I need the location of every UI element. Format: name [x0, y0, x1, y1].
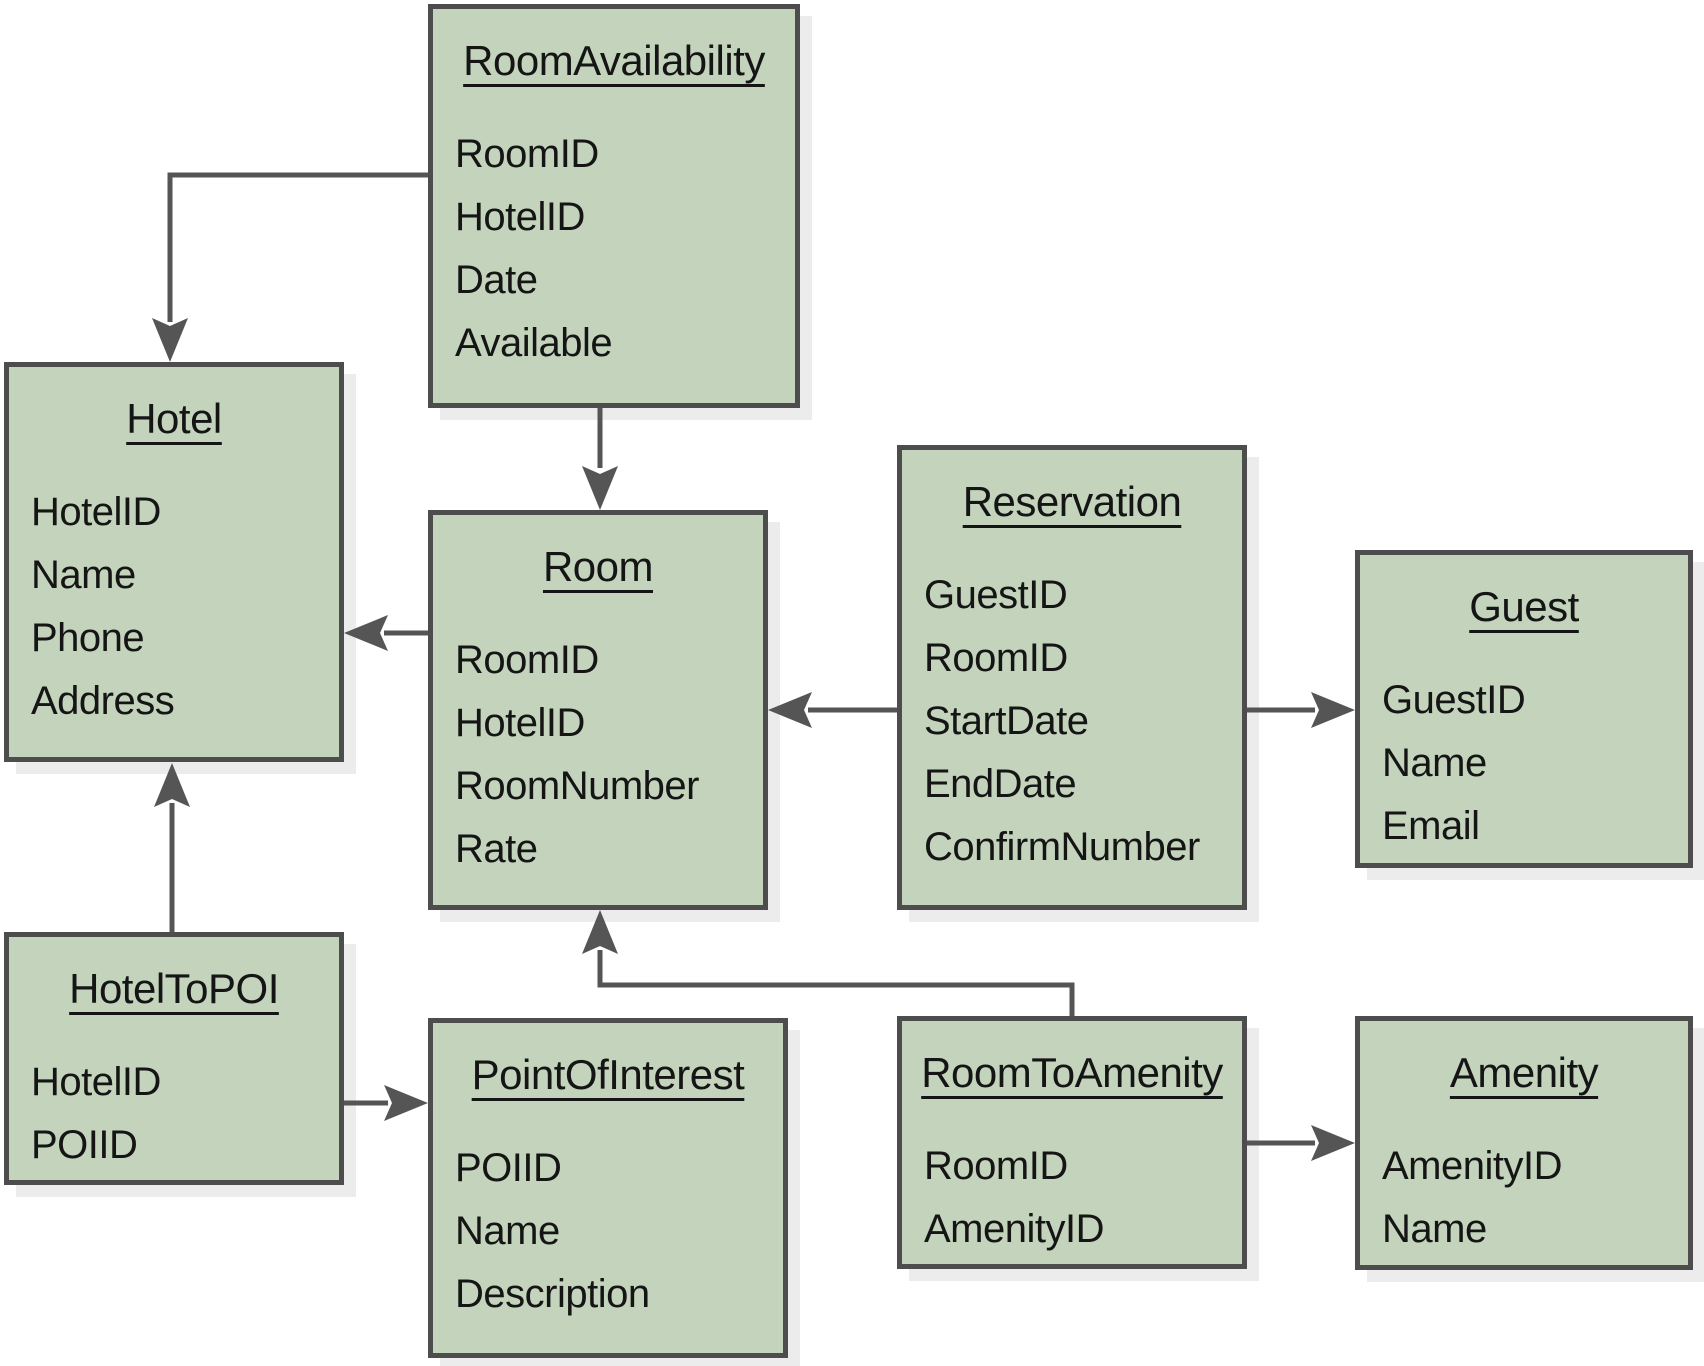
arrow-reservation-to-room	[768, 692, 897, 728]
entity-field: AmenityID	[924, 1207, 1105, 1251]
entity-field: RoomID	[455, 638, 599, 682]
entity-field-list: RoomID AmenityID	[902, 1135, 1242, 1261]
entity-field: Address	[31, 679, 175, 723]
entity-field: GuestID	[924, 573, 1068, 617]
arrow-room-availability-to-hotel	[152, 172, 428, 362]
entity-field: Rate	[455, 827, 538, 871]
entity-title: HotelToPOI	[69, 965, 279, 1012]
entity-field: EndDate	[924, 762, 1077, 806]
entity-field: HotelID	[455, 701, 585, 745]
arrow-room-availability-to-room	[582, 408, 618, 510]
entity-field: HotelID	[455, 195, 585, 239]
entity-field: HotelID	[31, 490, 161, 534]
entity-field: GuestID	[1382, 678, 1526, 722]
entity-field: POIID	[31, 1123, 138, 1167]
arrow-room-to-hotel	[344, 615, 428, 651]
entity-field: Email	[1382, 804, 1480, 848]
entity-title: RoomToAmenity	[921, 1049, 1223, 1096]
entity-field: RoomID	[924, 636, 1068, 680]
entity-field-list: HotelID POIID	[9, 1051, 339, 1177]
entity-field-list: RoomID HotelID Date Available	[433, 123, 795, 375]
entity-field: Name	[31, 553, 136, 597]
entity-box-amenity: Amenity AmenityID Name	[1355, 1016, 1693, 1270]
entity-field: Phone	[31, 616, 145, 660]
entity-field: Name	[1382, 1207, 1487, 1251]
arrow-hotel-to-poi-to-hotel	[154, 763, 190, 932]
entity-field: ConfirmNumber	[924, 825, 1200, 869]
entity-field: RoomID	[924, 1144, 1068, 1188]
arrow-hotel-to-poi-to-point-of-interest	[344, 1085, 428, 1121]
entity-field-list: POIID Name Description	[433, 1137, 783, 1326]
entity-box-room-to-amenity: RoomToAmenity RoomID AmenityID	[897, 1016, 1247, 1269]
entity-field: Date	[455, 258, 538, 302]
arrow-room-to-amenity-to-amenity	[1247, 1125, 1355, 1161]
entity-title: RoomAvailability	[463, 37, 765, 84]
entity-box-guest: Guest GuestID Name Email	[1355, 550, 1693, 868]
entity-title: Reservation	[962, 478, 1182, 525]
entity-field-list: GuestID Name Email	[1360, 669, 1688, 858]
entity-title: Amenity	[1449, 1049, 1599, 1096]
entity-field: Description	[455, 1272, 650, 1316]
entity-box-hotel: Hotel HotelID Name Phone Address	[4, 362, 344, 762]
entity-title: Hotel	[126, 395, 222, 442]
entity-field: Name	[455, 1209, 560, 1253]
entity-field-list: RoomID HotelID RoomNumber Rate	[433, 629, 763, 881]
entity-title: PointOfInterest	[471, 1051, 745, 1098]
entity-field: RoomID	[455, 132, 599, 176]
entity-field: HotelID	[31, 1060, 161, 1104]
arrow-room-to-amenity-to-room	[582, 910, 1075, 1016]
entity-field-list: HotelID Name Phone Address	[9, 481, 339, 733]
entity-field-list: AmenityID Name	[1360, 1135, 1688, 1261]
entity-box-reservation: Reservation GuestID RoomID StartDate End…	[897, 445, 1247, 910]
entity-title: Guest	[1469, 583, 1579, 630]
entity-box-hotel-to-poi: HotelToPOI HotelID POIID	[4, 932, 344, 1185]
entity-field-list: GuestID RoomID StartDate EndDate Confirm…	[902, 564, 1242, 879]
entity-box-room: Room RoomID HotelID RoomNumber Rate	[428, 510, 768, 910]
entity-box-point-of-interest: PointOfInterest POIID Name Description	[428, 1018, 788, 1358]
arrow-reservation-to-guest	[1247, 692, 1355, 728]
entity-field: RoomNumber	[455, 764, 699, 808]
entity-field: Name	[1382, 741, 1487, 785]
entity-field: AmenityID	[1382, 1144, 1563, 1188]
entity-field: POIID	[455, 1146, 562, 1190]
entity-title: Room	[542, 543, 654, 590]
entity-box-room-availability: RoomAvailability RoomID HotelID Date Ava…	[428, 4, 800, 408]
entity-field: Available	[455, 321, 613, 365]
entity-field: StartDate	[924, 699, 1089, 743]
